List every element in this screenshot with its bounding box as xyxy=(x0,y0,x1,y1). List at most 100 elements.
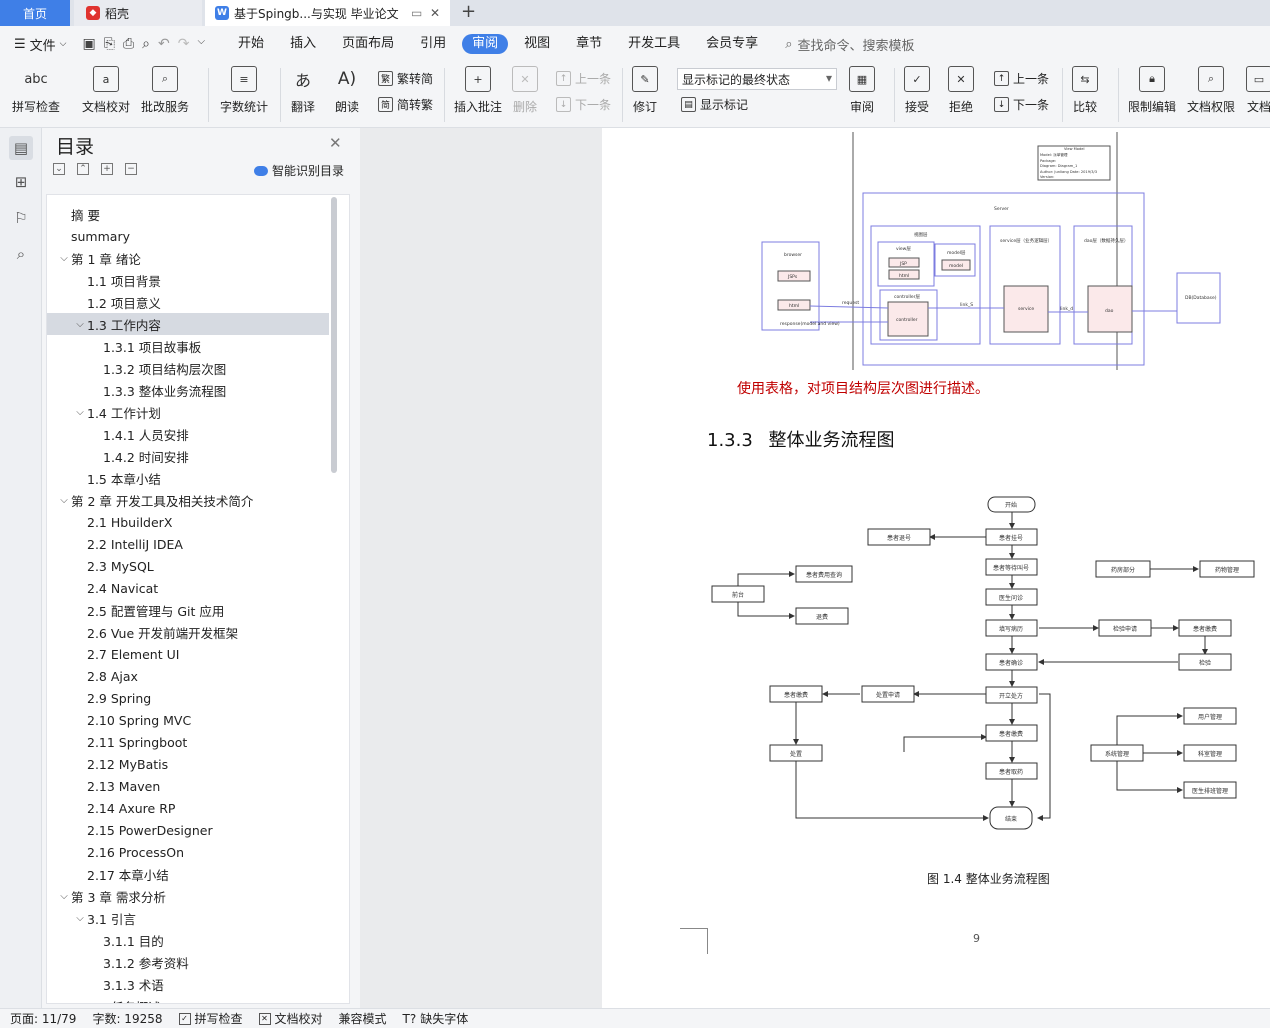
print-preview-icon[interactable]: ⌕ xyxy=(142,36,150,52)
spell-check-button[interactable]: abc 拼写检查 xyxy=(12,66,60,115)
tab-member[interactable]: 会员专享 xyxy=(706,36,759,51)
chevron-down-icon[interactable]: ⌵ xyxy=(76,318,84,330)
toc-item[interactable]: 2.6 Vue 开发前端开发框架 xyxy=(47,621,329,643)
monitor-icon[interactable]: ▭ xyxy=(411,6,423,20)
status-spell-check[interactable]: ✓ 拼写检查 xyxy=(178,1010,243,1027)
restrict-edit-button[interactable]: 🔒︎ 限制编辑 xyxy=(1128,66,1176,115)
doc-permission-button[interactable]: ⌕ 文档权限 xyxy=(1187,66,1235,115)
qa-more-icon[interactable]: ⌵ xyxy=(197,36,206,47)
toc-item[interactable]: 2.1 HbuilderX xyxy=(47,511,329,533)
doc-check-button[interactable]: a 文档校对 xyxy=(82,66,130,115)
toc-item[interactable]: ⌵1.3 工作内容 xyxy=(47,313,329,335)
smart-toc-button[interactable]: 智能识别目录 xyxy=(254,162,344,179)
toc-item[interactable]: ⌵第 3 章 需求分析 xyxy=(47,885,329,907)
toc-item[interactable]: ⌵3.2 任务概述 xyxy=(47,995,329,1004)
undo-icon[interactable]: ↶ xyxy=(157,36,170,52)
status-page[interactable]: 页面: 11/79 xyxy=(10,1012,77,1026)
toc-item[interactable]: 2.14 Axure RP xyxy=(47,797,329,819)
prev-comment-button[interactable]: ↑ 上一条 xyxy=(556,70,611,87)
toc-item[interactable]: 2.16 ProcessOn xyxy=(47,841,329,863)
tab-review[interactable]: 审阅 xyxy=(462,34,509,54)
revise-button[interactable]: ✎ 修订 xyxy=(632,66,658,115)
toc-item[interactable]: 3.1.2 参考资料 xyxy=(47,951,329,973)
add-heading-icon[interactable]: + xyxy=(101,163,113,175)
toc-item[interactable]: 2.2 IntelliJ IDEA xyxy=(47,533,329,555)
status-missing-font[interactable]: T? 缺失字体 xyxy=(403,1010,469,1027)
remove-heading-icon[interactable]: − xyxy=(125,163,137,175)
toc-item[interactable]: 1.4.2 时间安排 xyxy=(47,445,329,467)
toc-item[interactable]: ⌵1.4 工作计划 xyxy=(47,401,329,423)
toc-item[interactable]: 2.10 Spring MVC xyxy=(47,709,329,731)
print-icon[interactable]: ⎙ xyxy=(122,36,135,52)
toc-item[interactable]: 1.5 本章小结 xyxy=(47,467,329,489)
save-icon[interactable]: ▣ xyxy=(82,36,96,52)
toc-item[interactable]: 2.9 Spring xyxy=(47,687,329,709)
toc-item[interactable]: 1.4.1 人员安排 xyxy=(47,423,329,445)
bookmark-icon[interactable]: ⚐ xyxy=(14,209,28,227)
close-tab-icon[interactable]: ✕ xyxy=(430,6,441,20)
insert-comment-button[interactable]: + 插入批注 xyxy=(454,66,502,115)
reject-button[interactable]: ✕ 拒绝 xyxy=(948,66,974,115)
collapse-all-icon[interactable]: ⌄ xyxy=(53,163,65,175)
close-icon[interactable]: ✕ xyxy=(329,134,342,152)
tab-insert[interactable]: 插入 xyxy=(290,36,317,51)
redo-icon[interactable]: ↷ xyxy=(177,36,190,52)
toc-item[interactable]: 2.11 Springboot xyxy=(47,731,329,753)
tab-references[interactable]: 引用 xyxy=(420,36,447,51)
markup-state-select[interactable]: 显示标记的最终状态 xyxy=(677,68,837,90)
chevron-down-icon[interactable]: ⌵ xyxy=(76,406,84,418)
toc-item[interactable]: ⌵第 1 章 绪论 xyxy=(47,247,329,269)
next-comment-button[interactable]: ↓ 下一条 xyxy=(556,96,611,113)
simp-to-trad-button[interactable]: 简 简转繁 xyxy=(378,96,433,113)
toc-item[interactable]: 2.12 MyBatis xyxy=(47,753,329,775)
tab-developer[interactable]: 开发工具 xyxy=(628,36,681,51)
prev-revision-button[interactable]: ↑ 上一条 xyxy=(994,70,1049,87)
toc-item[interactable]: 2.8 Ajax xyxy=(47,665,329,687)
toc-item[interactable]: summary xyxy=(47,225,329,247)
chevron-down-icon[interactable]: ⌵ xyxy=(60,252,68,264)
read-aloud-button[interactable]: A) 朗读 xyxy=(334,66,360,115)
compare-button[interactable]: ⇆ 比较 xyxy=(1072,66,1098,115)
command-search[interactable]: ⌕ 查找命令、搜索模板 xyxy=(785,35,914,54)
chevron-down-icon[interactable]: ⌵ xyxy=(60,890,68,902)
doc-more-button[interactable]: ▭ 文档 xyxy=(1246,66,1270,115)
expand-up-icon[interactable]: ⌃ xyxy=(77,163,89,175)
tab-home[interactable]: 首页 xyxy=(0,0,70,26)
new-tab-icon[interactable]: + xyxy=(461,1,477,22)
toc-item[interactable]: 3.1.1 目的 xyxy=(47,929,329,951)
toc-scrollbar[interactable] xyxy=(331,197,337,473)
batch-service-button[interactable]: ⌕ 批改服务 xyxy=(141,66,189,115)
chevron-down-icon[interactable]: ⌵ xyxy=(76,912,84,924)
chevron-down-icon[interactable]: ⌵ xyxy=(60,494,68,506)
toc-item[interactable]: 2.5 配置管理与 Git 应用 xyxy=(47,599,329,621)
toc-item[interactable]: 2.13 Maven xyxy=(47,775,329,797)
tab-chapter[interactable]: 章节 xyxy=(576,36,603,51)
toc-item[interactable]: 1.3.2 项目结构层次图 xyxy=(47,357,329,379)
toc-item[interactable]: 1.1 项目背景 xyxy=(47,269,329,291)
status-words[interactable]: 字数: 19258 xyxy=(92,1012,163,1026)
toc-item[interactable]: 1.2 项目意义 xyxy=(47,291,329,313)
toc-item[interactable]: ⌵第 2 章 开发工具及相关技术简介 xyxy=(47,489,329,511)
chevron-down-icon[interactable]: ⌵ xyxy=(73,1001,87,1004)
show-marks-button[interactable]: ▤ 显示标记 xyxy=(681,96,748,113)
review-pane-button[interactable]: ▦ 审阅 xyxy=(849,66,875,115)
toc-item[interactable]: 3.1.3 术语 xyxy=(47,973,329,995)
delete-comment-button[interactable]: ✕ 删除 xyxy=(512,66,538,115)
toc-icon[interactable]: ▤ xyxy=(9,136,33,160)
translate-button[interactable]: あ 翻译 xyxy=(290,66,316,115)
accept-button[interactable]: ✓ 接受 xyxy=(904,66,930,115)
toc-item[interactable]: 2.7 Element UI xyxy=(47,643,329,665)
file-menu[interactable]: ☰ 文件 ⌵ xyxy=(14,35,67,54)
tab-start[interactable]: 开始 xyxy=(238,36,265,51)
export-icon[interactable]: ⎘ xyxy=(103,36,115,52)
toc-item[interactable]: 摘 要 xyxy=(47,203,329,225)
word-count-button[interactable]: ≡ 字数统计 xyxy=(220,66,268,115)
search-icon[interactable]: ⌕ xyxy=(16,245,26,263)
toc-item[interactable]: 2.4 Navicat xyxy=(47,577,329,599)
status-doc-check[interactable]: ✕ 文档校对 xyxy=(258,1010,323,1027)
toc-item[interactable]: 1.3.3 整体业务流程图 xyxy=(47,379,329,401)
document-page[interactable] xyxy=(602,128,1270,1008)
tab-page-layout[interactable]: 页面布局 xyxy=(342,36,395,51)
tab-view[interactable]: 视图 xyxy=(524,36,551,51)
navigation-icon[interactable]: ⊞ xyxy=(14,173,28,191)
